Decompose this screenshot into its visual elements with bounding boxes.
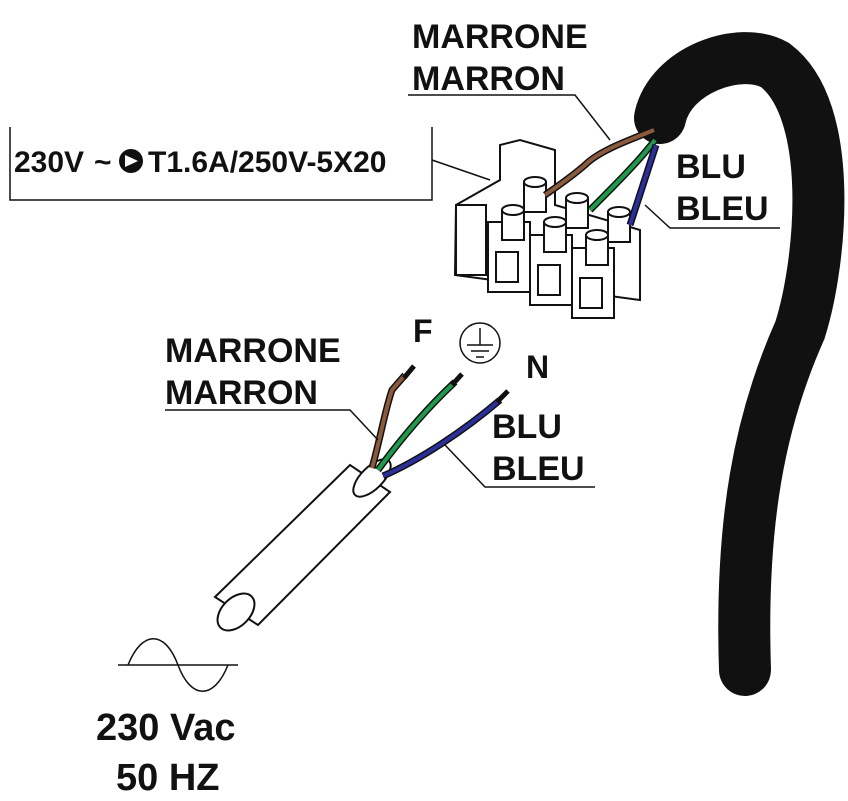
label-blue-it-top: BLU: [676, 148, 746, 186]
leader-brown-bottom: [165, 409, 379, 441]
label-brown-fr-bottom: MARRON: [165, 374, 318, 412]
leader-blue-bottom: [444, 444, 595, 488]
label-blue-it-bottom: BLU: [492, 408, 562, 446]
label-neutral: N: [526, 349, 549, 385]
leader-blue-top: [644, 204, 780, 229]
label-fuse-spec: T1.6A/250V-5X20: [148, 146, 387, 179]
terminal-block: [453, 138, 641, 319]
leader-brown-top: [408, 94, 611, 141]
fuse-icon: [119, 149, 143, 173]
label-blue-fr-top: BLEU: [676, 190, 769, 228]
label-supply-freq: 50 HZ: [116, 757, 219, 799]
ground-icon: [459, 322, 501, 364]
leader-fuse: [431, 159, 491, 181]
label-brown-fr-top: MARRON: [412, 60, 565, 98]
label-fuse-tilde: ~: [94, 146, 112, 179]
lower-cable: [213, 458, 392, 632]
sine-wave-icon: [118, 638, 238, 692]
power-cable: [634, 32, 845, 696]
label-phase: F: [413, 313, 433, 349]
label-brown-it-bottom: MARRONE: [165, 332, 341, 370]
label-supply-voltage: 230 Vac: [96, 707, 235, 749]
fuse-bracket: [9, 127, 433, 201]
label-blue-fr-bottom: BLEU: [492, 450, 585, 488]
label-fuse-prefix: 230V: [14, 146, 84, 179]
label-brown-it-top: MARRONE: [412, 18, 588, 56]
